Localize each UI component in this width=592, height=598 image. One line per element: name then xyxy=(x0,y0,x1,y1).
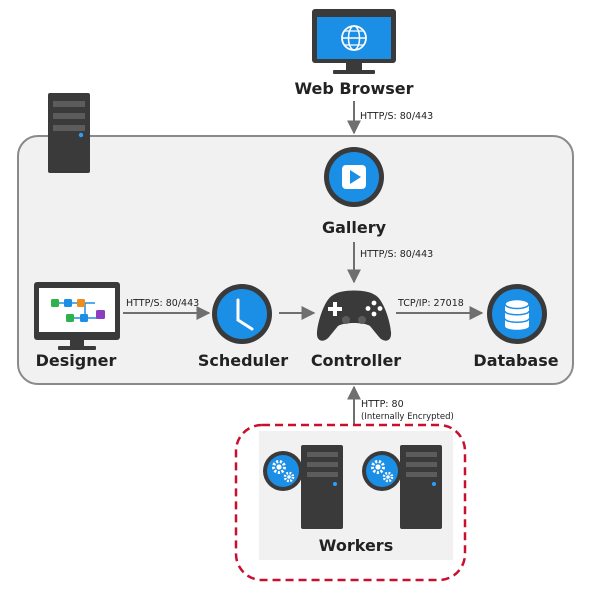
gallery-label: Gallery xyxy=(322,218,387,237)
scheduler-label: Scheduler xyxy=(198,351,288,370)
database-label: Database xyxy=(473,351,558,370)
gears-icon xyxy=(362,451,402,491)
workers-label: Workers xyxy=(319,536,393,555)
worker-server-icon xyxy=(400,445,442,529)
controller-database-protocol: TCP/IP: 27018 xyxy=(397,298,464,309)
gallery-controller-protocol: HTTP/S: 80/443 xyxy=(360,249,433,260)
designer-label: Designer xyxy=(36,351,117,370)
database-icon xyxy=(487,284,547,344)
flow-monitor-icon xyxy=(34,282,120,350)
monitor-globe-icon xyxy=(312,9,396,74)
designer-scheduler-protocol: HTTP/S: 80/443 xyxy=(126,298,199,309)
server-container xyxy=(17,135,574,385)
web-browser-label: Web Browser xyxy=(294,79,413,98)
browser-gallery-protocol: HTTP/S: 80/443 xyxy=(360,111,433,122)
gamepad-icon xyxy=(316,290,392,341)
gears-icon xyxy=(263,451,303,491)
clock-icon xyxy=(212,284,272,344)
workers-controller-protocol: HTTP: 80 xyxy=(361,399,404,410)
workers-controller-note: (Internally Encrypted) xyxy=(361,412,454,422)
play-icon xyxy=(324,147,384,207)
controller-label: Controller xyxy=(311,351,401,370)
server-tower-icon xyxy=(48,93,90,173)
worker-server-icon xyxy=(301,445,343,529)
